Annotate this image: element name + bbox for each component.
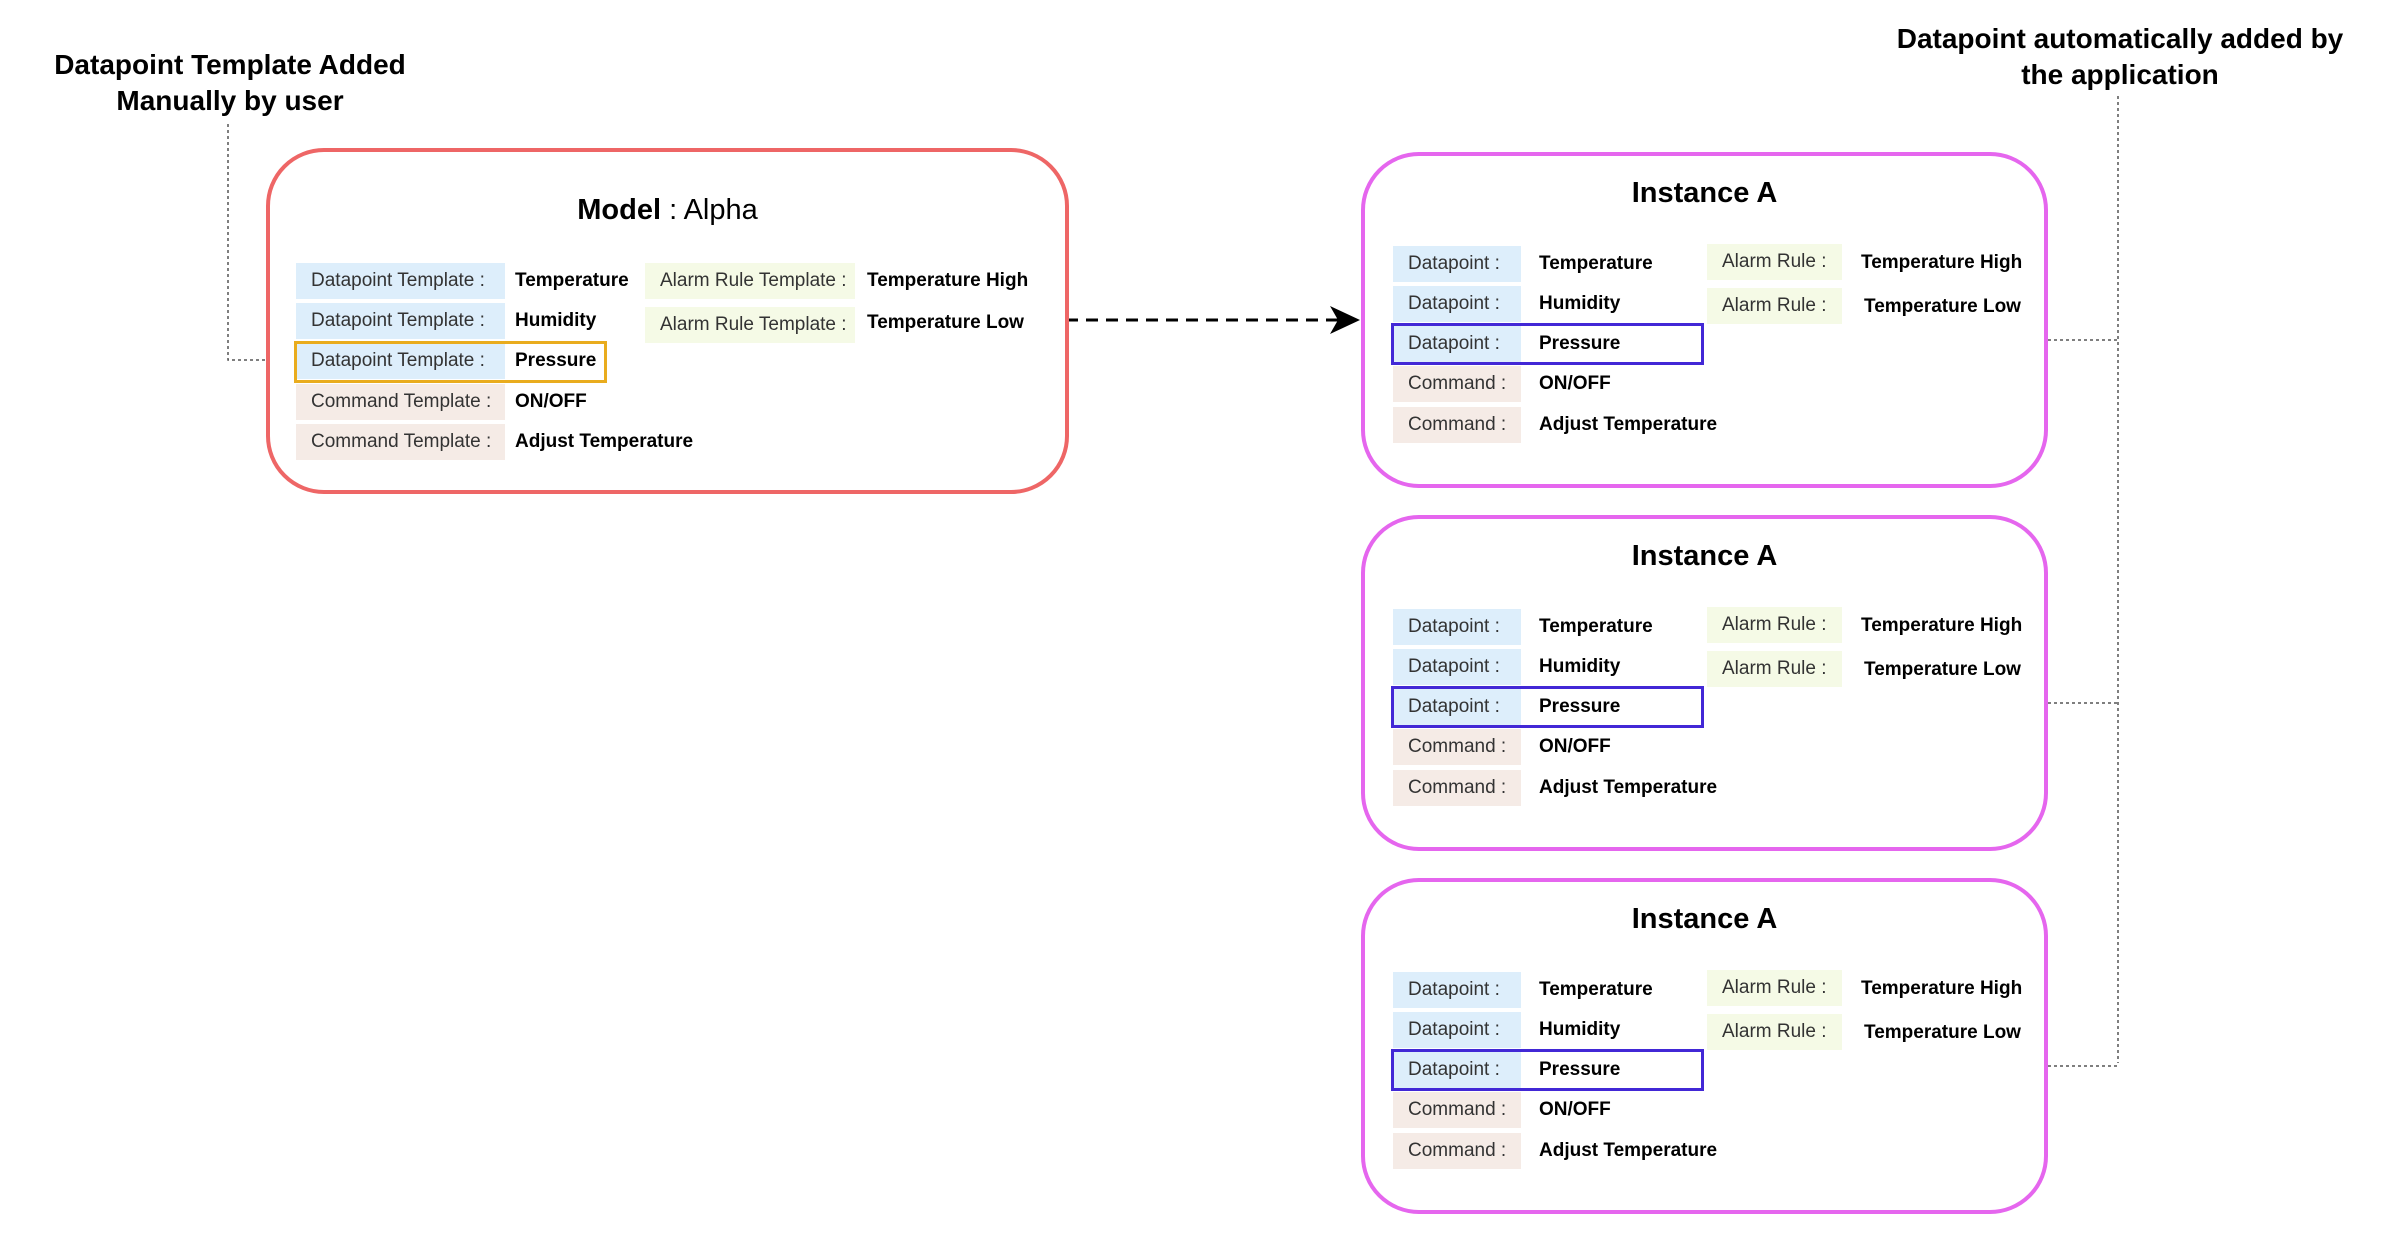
datapoint-value: Pressure — [1539, 1059, 1621, 1080]
datapoint-value: Pressure — [1539, 333, 1621, 354]
alarm-rule-label: Alarm Rule : — [1707, 1014, 1842, 1050]
instance-card: Instance A Datapoint : Temperature Datap… — [1361, 878, 2048, 1214]
datapoint-label: Datapoint : — [1393, 972, 1521, 1008]
datapoint-template-label: Datapoint Template : — [296, 263, 505, 299]
datapoint-template-label: Datapoint Template : — [296, 343, 505, 379]
manual-annotation-leader — [227, 124, 296, 361]
alarm-rule-template-value: Temperature High — [867, 270, 1029, 291]
annotation-line: Manually by user — [116, 85, 344, 116]
datapoint-label: Datapoint : — [1393, 649, 1521, 685]
datapoint-value: Humidity — [1539, 656, 1621, 677]
datapoint-label: Datapoint : — [1393, 609, 1521, 645]
command-template-value: ON/OFF — [515, 391, 587, 412]
command-template-value: Adjust Temperature — [515, 431, 694, 452]
command-value: ON/OFF — [1539, 736, 1611, 757]
command-template-label: Command Template : — [296, 424, 505, 460]
instance-card: Instance A Datapoint : Temperature Datap… — [1361, 515, 2048, 851]
command-label: Command : — [1393, 366, 1521, 402]
alarm-rule-value: Temperature High — [1861, 252, 2023, 273]
datapoint-label: Datapoint : — [1393, 689, 1521, 725]
manual-add-annotation: Datapoint Template Added Manually by use… — [30, 47, 430, 119]
alarm-rule-value: Temperature High — [1861, 615, 2023, 636]
datapoint-label: Datapoint : — [1393, 246, 1521, 282]
datapoint-value: Temperature — [1539, 253, 1653, 274]
datapoint-value: Temperature — [1539, 616, 1653, 637]
datapoint-label: Datapoint : — [1393, 1052, 1521, 1088]
command-value: Adjust Temperature — [1539, 777, 1718, 798]
annotation-line: Datapoint Template Added — [54, 49, 406, 80]
alarm-rule-label: Alarm Rule : — [1707, 244, 1842, 280]
arrowhead — [1330, 306, 1360, 334]
datapoint-template-value: Humidity — [515, 310, 597, 331]
annotation-line: the application — [2021, 59, 2219, 90]
command-template-label: Command Template : — [296, 384, 505, 420]
auto-add-annotation: Datapoint automatically added by the app… — [1880, 21, 2360, 93]
alarm-rule-value: Temperature Low — [1864, 296, 2021, 317]
instance-title: Instance A — [1631, 540, 1778, 572]
instance-title: Instance A — [1631, 903, 1778, 935]
command-label: Command : — [1393, 1092, 1521, 1128]
command-label: Command : — [1393, 770, 1521, 806]
command-value: ON/OFF — [1539, 373, 1611, 394]
instance-card: Instance A Datapoint : Temperature Datap… — [1361, 152, 2048, 488]
alarm-rule-template-label: Alarm Rule Template : — [645, 307, 855, 343]
model-title: Model : Alpha — [270, 192, 1065, 228]
command-value: Adjust Temperature — [1539, 414, 1718, 435]
datapoint-template-label: Datapoint Template : — [296, 303, 505, 339]
instance-title: Instance A — [1631, 177, 1778, 209]
alarm-rule-label: Alarm Rule : — [1707, 651, 1842, 687]
model-name: : Alpha — [661, 194, 758, 226]
alarm-rule-label: Alarm Rule : — [1707, 970, 1842, 1006]
alarm-rule-label: Alarm Rule : — [1707, 607, 1842, 643]
command-label: Command : — [1393, 1133, 1521, 1169]
alarm-rule-value: Temperature High — [1861, 978, 2023, 999]
datapoint-value: Pressure — [1539, 696, 1621, 717]
datapoint-label: Datapoint : — [1393, 1012, 1521, 1048]
alarm-rule-template-label: Alarm Rule Template : — [645, 263, 855, 299]
command-label: Command : — [1393, 407, 1521, 443]
command-label: Command : — [1393, 729, 1521, 765]
alarm-rule-value: Temperature Low — [1864, 1022, 2021, 1043]
alarm-rule-value: Temperature Low — [1864, 659, 2021, 680]
datapoint-value: Humidity — [1539, 293, 1621, 314]
datapoint-value: Humidity — [1539, 1019, 1621, 1040]
datapoint-label: Datapoint : — [1393, 286, 1521, 322]
datapoint-template-value: Pressure — [515, 350, 597, 371]
model-title-label: Model — [577, 194, 662, 226]
command-value: ON/OFF — [1539, 1099, 1611, 1120]
model-card: Model : Alpha Datapoint Template : Tempe… — [266, 148, 1069, 494]
datapoint-template-value: Temperature — [515, 270, 629, 291]
command-value: Adjust Temperature — [1539, 1140, 1718, 1161]
alarm-rule-label: Alarm Rule : — [1707, 288, 1842, 324]
annotation-line: Datapoint automatically added by — [1896, 23, 2344, 54]
datapoint-value: Temperature — [1539, 979, 1653, 1000]
datapoint-label: Datapoint : — [1393, 326, 1521, 362]
alarm-rule-template-value: Temperature Low — [867, 312, 1024, 333]
